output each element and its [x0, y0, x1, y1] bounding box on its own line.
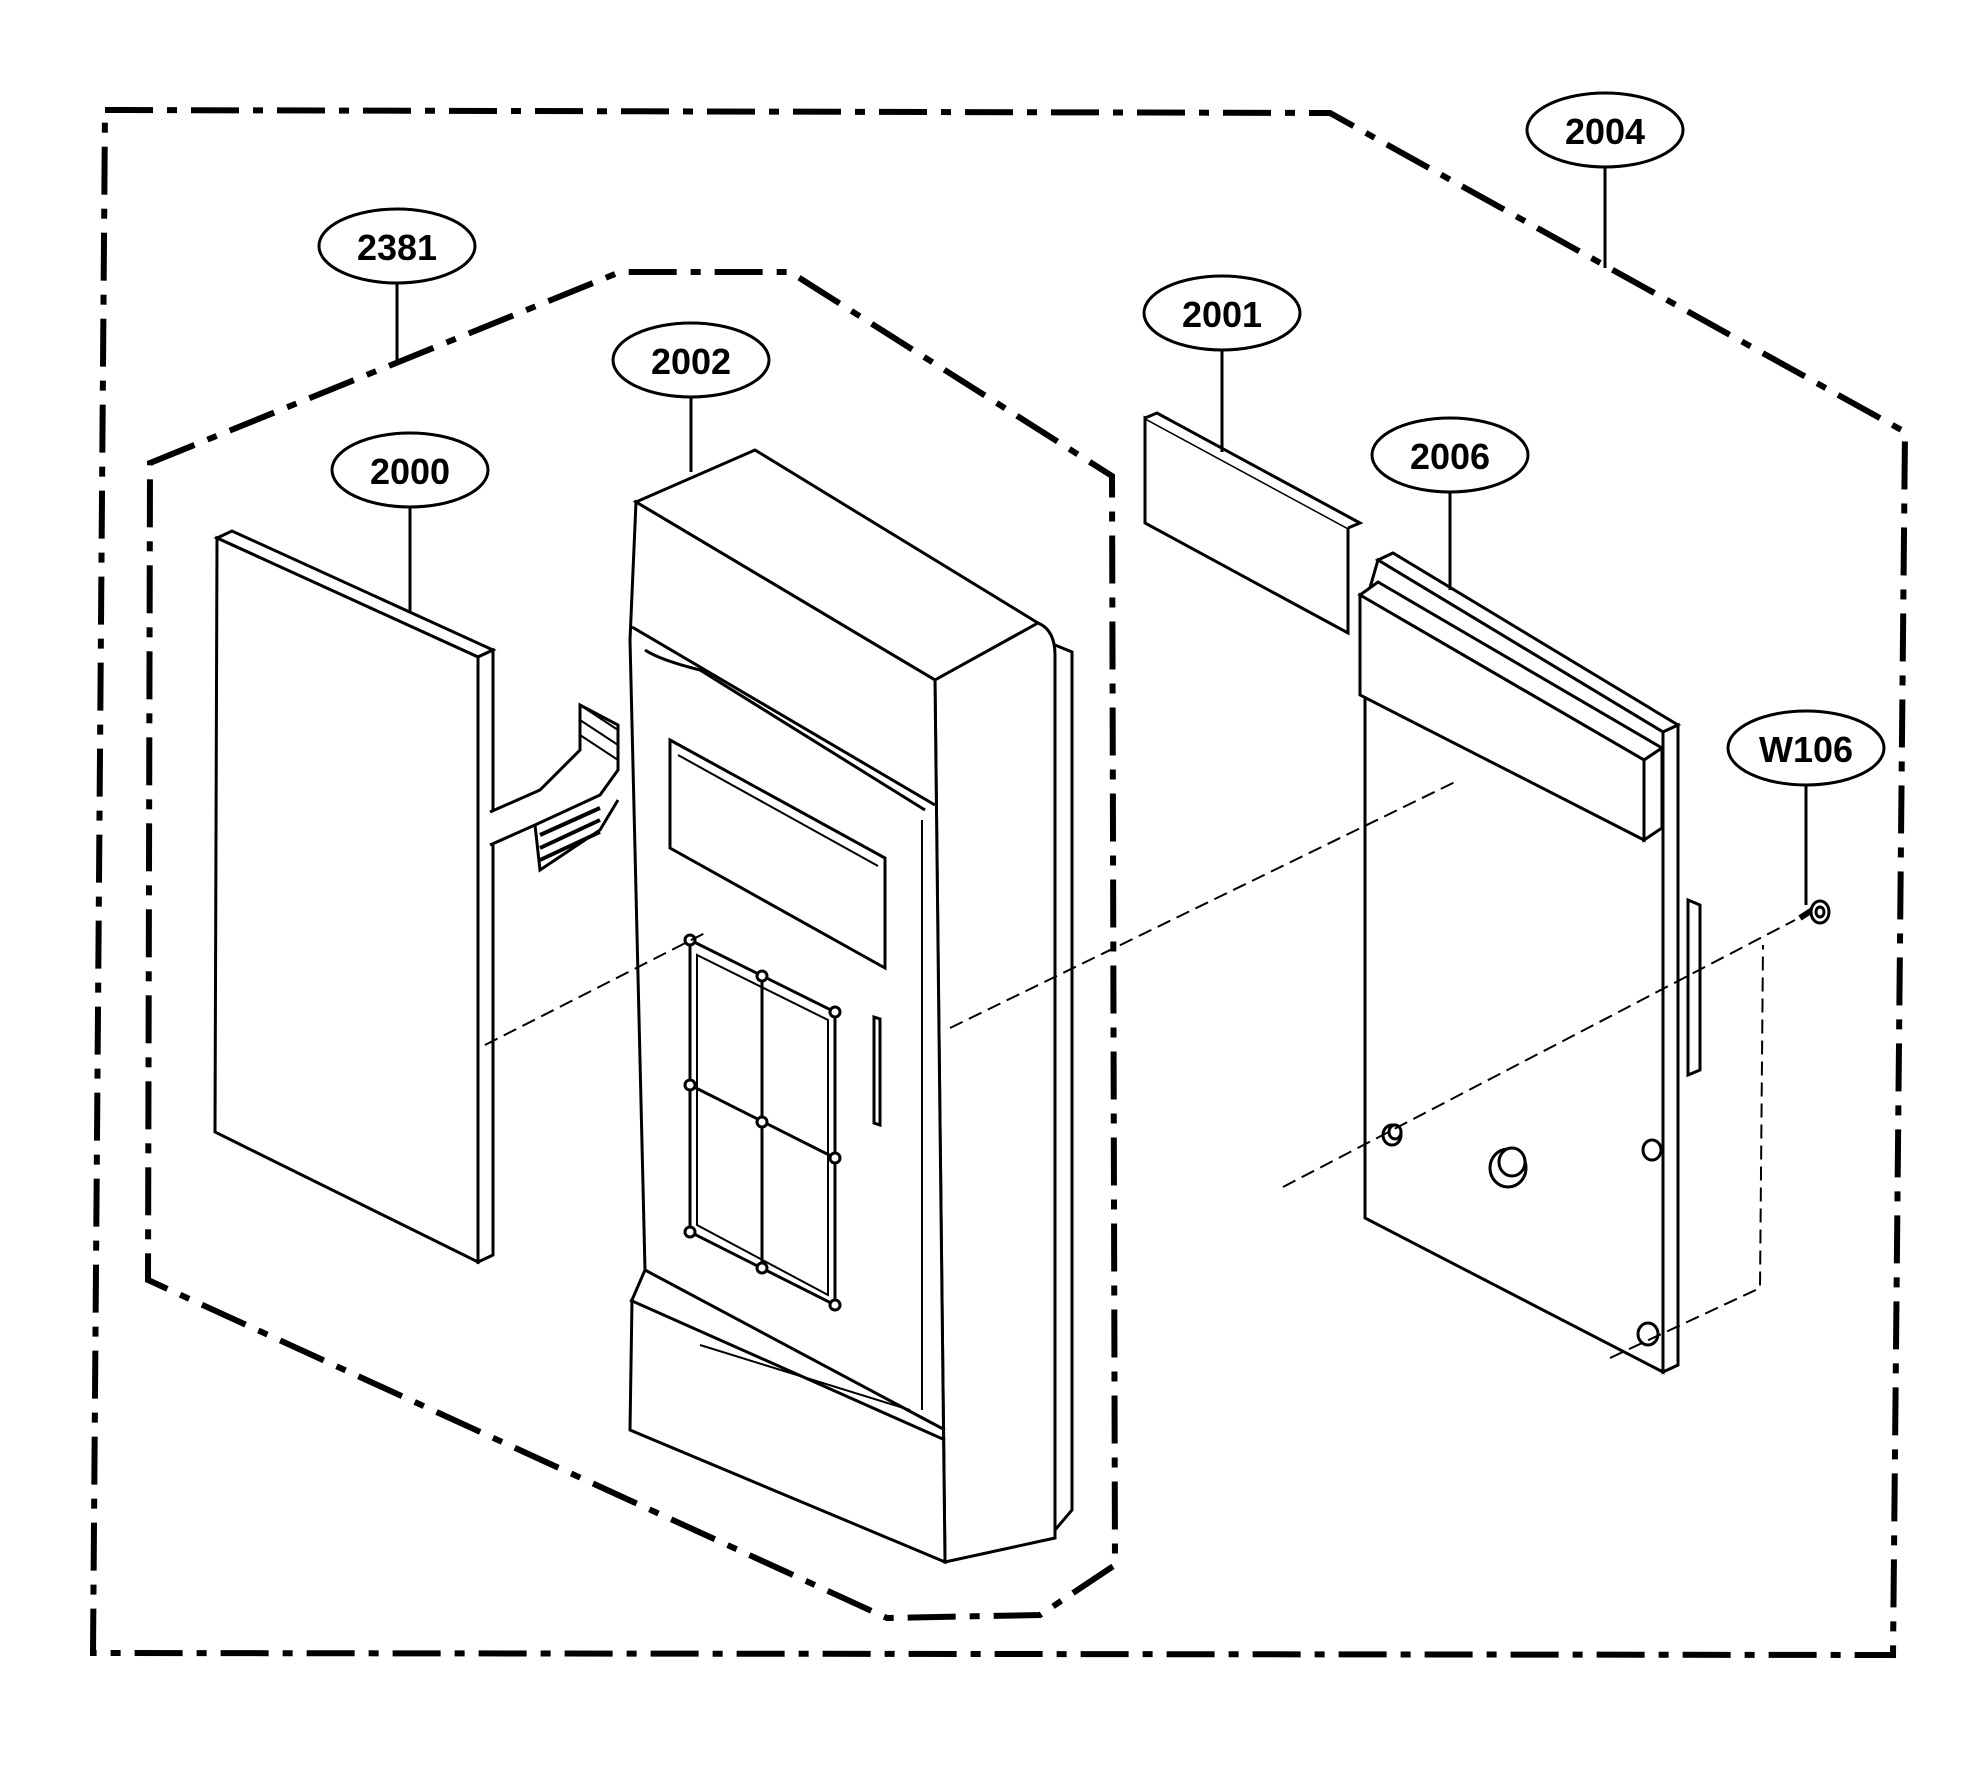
callout-2004-label: 2004: [1565, 111, 1645, 152]
callout-2000-label: 2000: [370, 451, 450, 492]
callout-2001: 2001: [1142, 274, 1302, 352]
display-block: [1357, 580, 1665, 843]
ribbon-cable: [489, 702, 620, 873]
callout-2001-label: 2001: [1182, 294, 1262, 335]
callout-w106: W106: [1726, 709, 1886, 787]
assembly-guide-lines: [484, 781, 1796, 1359]
callout-leaders: [395, 167, 1808, 905]
callout-2006: 2006: [1370, 416, 1530, 494]
keypad-grid: [683, 933, 842, 1312]
callout-2381-label: 2381: [357, 227, 437, 268]
outer-assembly-boundary: [89, 106, 1909, 1659]
part-2000-membrane-panel: [213, 529, 497, 1265]
callout-2002-label: 2002: [651, 341, 731, 382]
part-2001-strip: [1143, 415, 1350, 636]
callout-2006-label: 2006: [1410, 436, 1490, 477]
callout-w106-label: W106: [1759, 729, 1853, 770]
part-2006-pcb-board: [1357, 551, 1702, 1375]
callout-2000: 2000: [330, 431, 490, 509]
inner-assembly-boundary: [144, 269, 1119, 1622]
callout-2002: 2002: [611, 321, 771, 399]
callout-2381: 2381: [317, 207, 477, 285]
callout-2004: 2004: [1525, 91, 1685, 169]
part-w106-screw: [1798, 899, 1831, 925]
part-2002-control-panel: [628, 448, 1074, 1565]
